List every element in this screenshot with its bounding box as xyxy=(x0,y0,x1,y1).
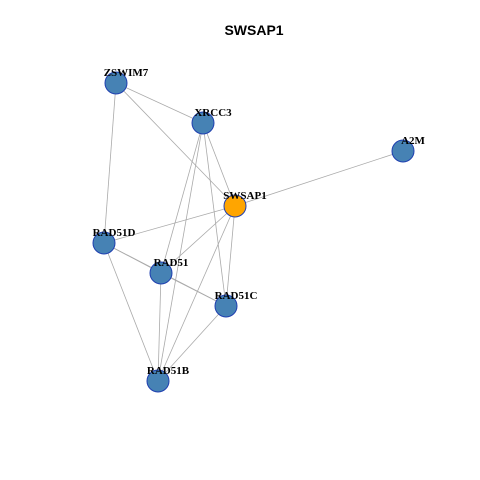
diagram-title: SWSAP1 xyxy=(224,22,283,38)
edge-rad51-rad51c xyxy=(160,272,227,307)
edge-zswim7-xrcc3 xyxy=(115,82,204,124)
edge-rad51-rad51b xyxy=(157,272,162,382)
edge-swsap1-rad51d xyxy=(103,205,236,244)
node-label-xrcc3: XRCC3 xyxy=(194,107,232,119)
edge-zswim7-rad51d xyxy=(103,82,117,244)
edge-layer xyxy=(103,82,404,382)
node-xrcc3 xyxy=(191,111,215,135)
edge-xrcc3-swsap1 xyxy=(202,122,236,207)
node-layer xyxy=(92,71,415,393)
node-rad51b xyxy=(146,369,170,393)
edge-rad51c-rad51b xyxy=(157,305,227,382)
node-rad51c xyxy=(214,294,238,318)
node-label-rad51: RAD51 xyxy=(154,257,189,269)
node-label-rad51c: RAD51C xyxy=(215,290,258,302)
edge-zswim7-swsap1 xyxy=(115,82,236,207)
node-label-a2m: A2M xyxy=(401,135,425,147)
edge-rad51d-rad51b xyxy=(103,242,159,382)
node-label-rad51d: RAD51D xyxy=(93,227,136,239)
edge-a2m-swsap1 xyxy=(234,150,404,207)
edge-xrcc3-rad51 xyxy=(160,122,204,274)
node-a2m xyxy=(391,139,415,163)
edge-xrcc3-rad51b xyxy=(157,122,204,382)
node-swsap1 xyxy=(223,194,247,218)
node-rad51d xyxy=(92,231,116,255)
edge-swsap1-rad51 xyxy=(160,205,236,274)
edge-swsap1-rad51b xyxy=(157,205,236,382)
edge-xrcc3-rad51c xyxy=(202,122,227,307)
node-label-zswim7: ZSWIM7 xyxy=(104,67,149,79)
node-label-swsap1: SWSAP1 xyxy=(223,190,266,202)
node-label-rad51b: RAD51B xyxy=(147,365,190,377)
node-zswim7 xyxy=(104,71,128,95)
edge-swsap1-rad51c xyxy=(225,205,236,307)
node-rad51 xyxy=(149,261,173,285)
